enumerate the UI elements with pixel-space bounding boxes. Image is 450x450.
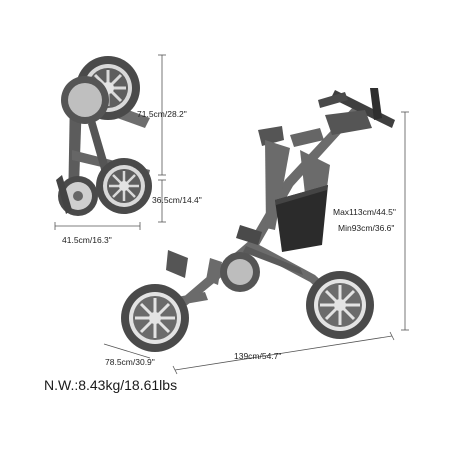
open-cart-image: [121, 88, 395, 352]
open-length-label: 139cm/54.7": [234, 351, 282, 361]
open-dimension-lines: [103, 111, 409, 375]
net-weight-label: N.W.:8.43kg/18.61lbs: [44, 377, 178, 393]
folded-dimension-lines: [54, 54, 166, 230]
min-height-label: Min93cm/36.6": [338, 223, 395, 233]
folded-width-label: 41.5cm/16.3": [62, 235, 112, 245]
max-height-label: Max113cm/44.5": [333, 207, 396, 217]
folded-cart-image: [56, 56, 152, 216]
folded-depth-label: 36.5cm/14.4": [152, 195, 202, 205]
folded-height-label: 71.5cm/28.2": [137, 109, 187, 119]
open-width-label: 78.5cm/30.9": [105, 357, 155, 367]
